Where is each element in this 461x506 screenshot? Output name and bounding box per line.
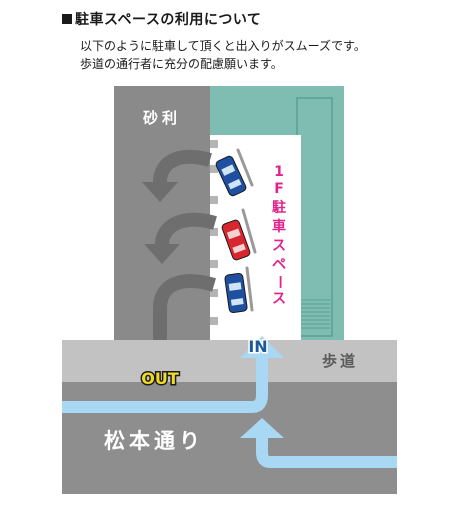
parking-label-char: F [274,181,284,197]
entry-flow-path [256,438,397,468]
flow-arrows [62,358,397,468]
parking-label-char: ス [272,291,286,307]
street [62,382,397,494]
square-bullet-icon [62,14,72,24]
car-3 [224,272,248,314]
description: 以下のように駐車して頂くと出入りがスムーズです。 歩道の通行者に充分の配慮願いま… [80,37,366,73]
parking-label-char: ペ [272,257,286,273]
parking-label-char: ー [271,275,287,289]
car-2 [221,219,251,261]
parking-label: 1 F 駐 車 ス ペ ー ス [271,164,287,307]
parking-label-char: ス [272,238,286,254]
exit-label: OUT [141,369,179,388]
entry-label: IN [248,337,267,356]
parking-lines [236,148,257,312]
maneuver-arrows [153,149,217,340]
parking-label-char: 駐 [272,199,286,216]
building-stairs [300,299,330,329]
street-arrowhead [240,418,284,438]
page-title: 駐車スペースの利用について [62,9,261,29]
sidewalk [62,340,397,382]
exit-flow-path [62,358,268,413]
entry-arrowhead [240,336,284,358]
description-line-1: 以下のように駐車して頂くと出入りがスムーズです。 [80,39,366,53]
car-1 [215,155,247,197]
wheel-stops [210,140,218,325]
parking-label-char: 車 [272,218,286,235]
street-label: 松本通り [104,429,204,453]
parking-label-char: 1 [274,164,284,180]
gravel-label: 砂利 [143,109,181,127]
description-line-2: 歩道の通行者に充分の配慮願います。 [80,57,283,71]
sidewalk-label: 歩道 [322,352,358,370]
